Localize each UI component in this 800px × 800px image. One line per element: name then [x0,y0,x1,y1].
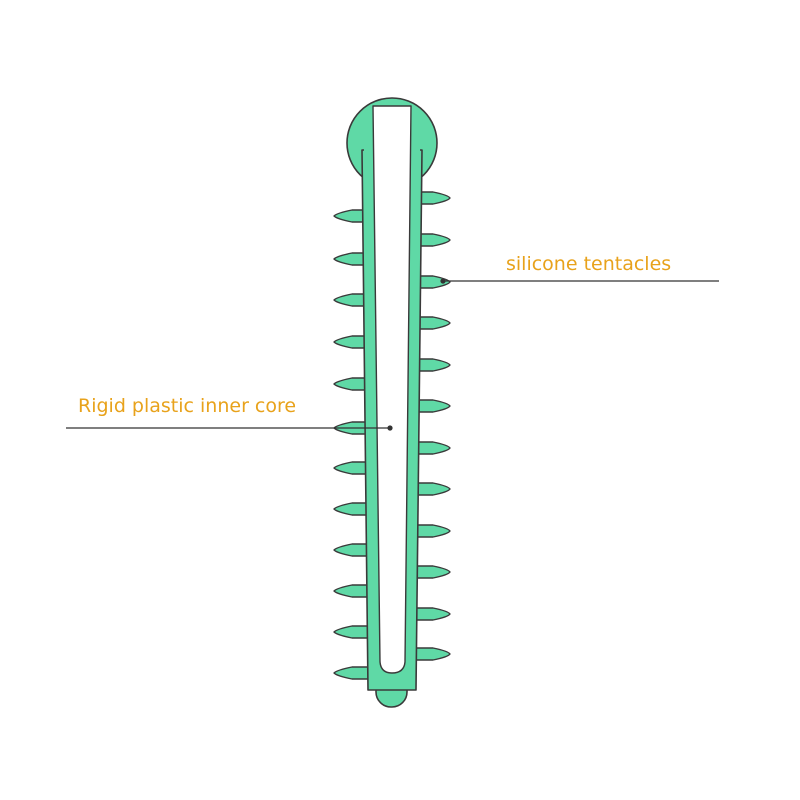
core-leader-dot [387,425,393,431]
core-label: Rigid plastic inner core [78,395,296,417]
inner-core [372,105,412,674]
tentacle-right [406,607,451,621]
tentacles-leader-dot [440,278,446,284]
tentacle-right [406,647,451,661]
device-illustration [333,97,451,708]
tentacles-label: silicone tentacles [506,253,671,275]
